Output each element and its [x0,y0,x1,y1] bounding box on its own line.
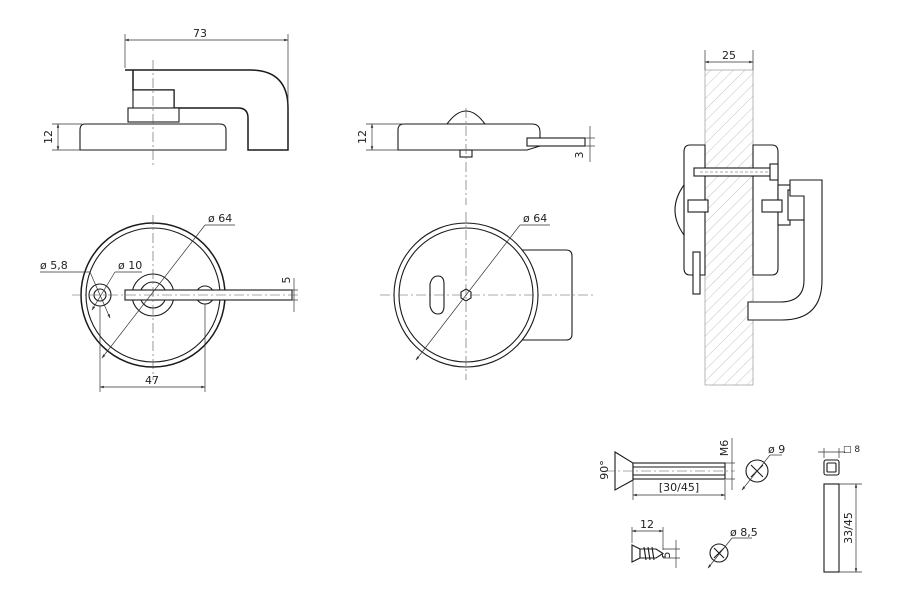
dim-12-screw-label: 12 [640,518,654,531]
dim-m6-label: M6 [718,440,731,457]
dim-5-bar-label: 5 [280,277,293,284]
dim-12-indicator-label: 12 [356,130,369,144]
spindle-detail: □ 8 33/45 [818,445,862,573]
dim-12-handle-label: 12 [42,130,55,144]
dim-73-label: 73 [193,27,207,40]
section-handle [747,179,823,321]
wood-screw-head-top-view [709,543,729,563]
section-left-stem [687,199,709,213]
handle-side-view: 73 12 [42,27,289,165]
handle-neck [132,89,175,111]
dim-5-screw-label: 5 [660,552,673,559]
wood-screw-head [631,544,641,563]
dim-8-5-label: ø 8,5 [730,526,758,539]
dim-64-leader-middle [415,224,521,361]
handle-collar [127,107,180,123]
section-screw-head [769,163,779,181]
rose-front-view-middle: ø 64 [380,212,595,380]
section-spindle [761,199,783,213]
dim-64-label-middle: ø 64 [523,212,547,225]
section-indicator-tab [692,251,701,295]
dim-25-label: 25 [722,49,736,62]
indicator-tab-outline [520,249,573,341]
rose-front-view-left: ø 64 ø 5,8 ø 10 5 47 [40,212,300,392]
dim-64-label-left: ø 64 [208,212,232,225]
indicator-side-view: 12 3 [356,108,595,205]
door-section [704,69,754,386]
dim-90-label: 90° [598,460,611,480]
indicator-rose-base [397,123,541,151]
dim-5-8-label: ø 5,8 [40,259,68,272]
dim-3-label: 3 [573,152,586,159]
handle-lever-outline [125,69,289,151]
wood-screw-detail: 12 5 ø 8,5 [631,518,758,569]
dim-spindle-square-label: □ 8 [843,445,860,455]
dim-9-label: ø 9 [768,443,785,456]
spindle-side-view [823,483,840,573]
spindle-end-view [823,459,840,476]
screw-m6-detail: [30/45] 90° M6 ø 9 [598,438,785,500]
dim-spindle-length-label: 33/45 [842,512,855,544]
slot-opening [429,275,445,315]
section-indicator-dome [674,183,685,237]
dim-8-5-leader [707,537,733,569]
hex-center [460,288,472,302]
screw-head-top-view [745,459,769,483]
installed-section-view: 25 [674,49,823,386]
dim-10-label: ø 10 [118,259,142,272]
indicator-tab [526,137,586,147]
dim-47-label: 47 [145,374,159,387]
dim-64-leader-left [101,224,206,359]
dim-9-leader [741,454,771,491]
dim-screw-length-label: [30/45] [659,481,699,494]
